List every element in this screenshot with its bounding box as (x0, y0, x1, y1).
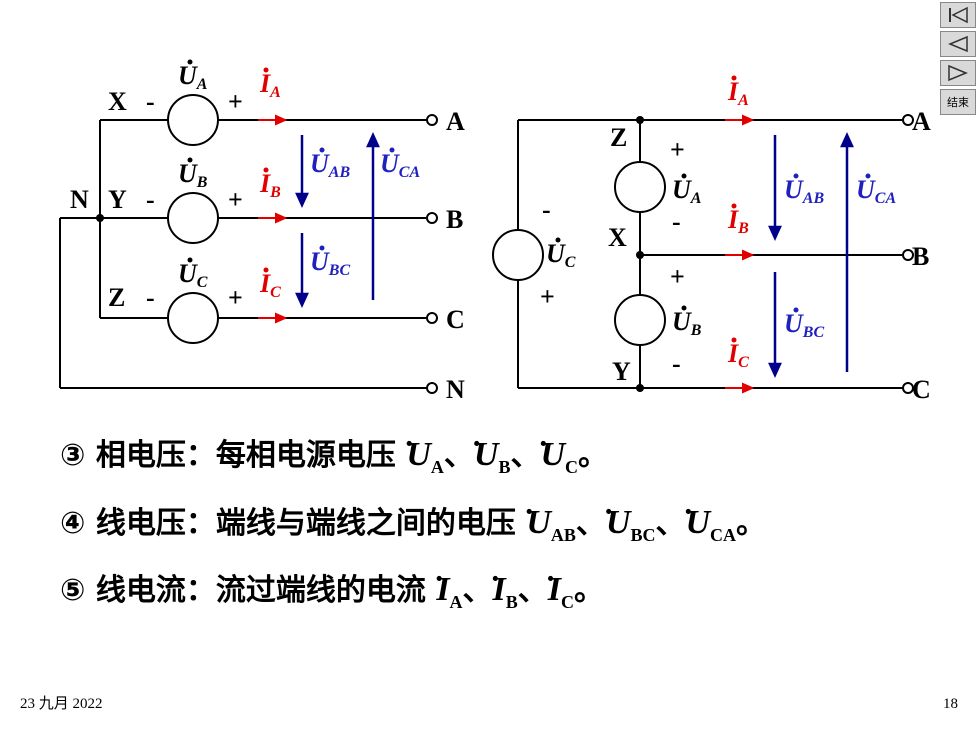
formula: ̇IC (547, 571, 575, 612)
formula: ̇UCA (685, 504, 737, 545)
current-ia-label: IA (259, 69, 281, 101)
plus-sign: + (228, 283, 243, 312)
delta-voltage-uca: UCA (856, 175, 896, 207)
plus-sign: + (670, 262, 685, 291)
voltage-uca-label: UCA (380, 149, 420, 181)
triangle-right-icon (948, 64, 968, 82)
formula: ̇UBC (605, 504, 656, 545)
line-c-label: C (446, 305, 465, 334)
bullet-text: 线电流：流过端线的电流 (95, 573, 426, 608)
formula: ̇UAB (526, 504, 576, 545)
minus-sign: - (672, 207, 681, 236)
bullet-number: ④ (60, 506, 86, 541)
voltage-ub-label: UB (178, 159, 208, 191)
delta-line-c: C (912, 375, 931, 404)
first-slide-button[interactable] (940, 2, 976, 28)
voltage-uc-label: UC (178, 259, 208, 291)
circuit-diagram: X Y Z N - - - + + + A B C N UA UB UC IA … (59, 59, 931, 404)
bullet-phase-voltage: ③ 相电压：每相电源电压 ̇UA、̇UB、̇UC。 (60, 436, 609, 477)
bullet-number: ③ (60, 438, 86, 473)
plus-sign: + (540, 282, 555, 311)
delta-voltage-ub: UB (672, 307, 702, 339)
delta-terminal-z: Z (610, 123, 627, 152)
terminal-x-label: X (108, 87, 127, 116)
minus-sign: - (146, 87, 155, 116)
bullet-text: 线电压：端线与端线之间的电压 (95, 506, 516, 541)
bullet-number: ⑤ (60, 573, 86, 608)
line-n-label: N (446, 375, 465, 404)
voltage-uab-label: UAB (310, 149, 350, 181)
delta-voltage-uc: UC (546, 239, 576, 271)
line-a-label: A (446, 107, 465, 136)
end-show-button[interactable]: 结束 (940, 89, 976, 115)
formula: ̇IA (436, 571, 463, 612)
formula: ̇IB (492, 571, 518, 612)
delta-voltage-ua: UA (672, 175, 702, 207)
delta-terminal-y: Y (612, 357, 631, 386)
delta-terminal-x: X (608, 223, 627, 252)
delta-voltage-uab: UAB (784, 175, 824, 207)
page-number: 18 (943, 696, 958, 712)
plus-sign: + (228, 87, 243, 116)
prev-slide-button[interactable] (940, 31, 976, 57)
voltage-ubc-label: UBC (310, 247, 350, 279)
bullet-line-current: ⑤ 线电流：流过端线的电流 ̇IA、̇IB、̇IC。 (60, 571, 605, 612)
delta-line-a: A (912, 107, 931, 136)
delta-current-ic: IC (727, 339, 749, 371)
current-ib-label: IB (259, 169, 281, 201)
minus-sign: - (672, 349, 681, 378)
formula: ̇UA (406, 436, 444, 477)
footer-date: 23 九月 2022 (20, 696, 103, 712)
skip-back-icon (949, 6, 968, 24)
bullet-line-voltage: ④ 线电压：端线与端线之间的电压 ̇UAB、̇UBC、̇UCA。 (60, 504, 767, 545)
minus-sign: - (542, 195, 551, 224)
bullet-text: 相电压：每相电源电压 (95, 438, 396, 473)
terminal-z-label: Z (108, 283, 125, 312)
delta-current-ib: IB (727, 205, 749, 237)
plus-sign: + (670, 135, 685, 164)
plus-sign: + (228, 185, 243, 214)
triangle-left-icon (948, 35, 968, 53)
slide-nav: 结束 (940, 2, 976, 118)
delta-current-ia: IA (727, 77, 749, 109)
current-ic-label: IC (259, 269, 281, 301)
voltage-ua-label: UA (178, 61, 208, 93)
delta-line-b: B (912, 242, 929, 271)
minus-sign: - (146, 185, 155, 214)
terminal-y-label: Y (108, 185, 127, 214)
delta-voltage-ubc: UBC (784, 309, 824, 341)
next-slide-button[interactable] (940, 60, 976, 86)
line-b-label: B (446, 205, 463, 234)
minus-sign: - (146, 283, 155, 312)
neutral-label: N (70, 185, 89, 214)
formula: ̇UC (540, 436, 579, 477)
formula: ̇UB (473, 436, 511, 477)
